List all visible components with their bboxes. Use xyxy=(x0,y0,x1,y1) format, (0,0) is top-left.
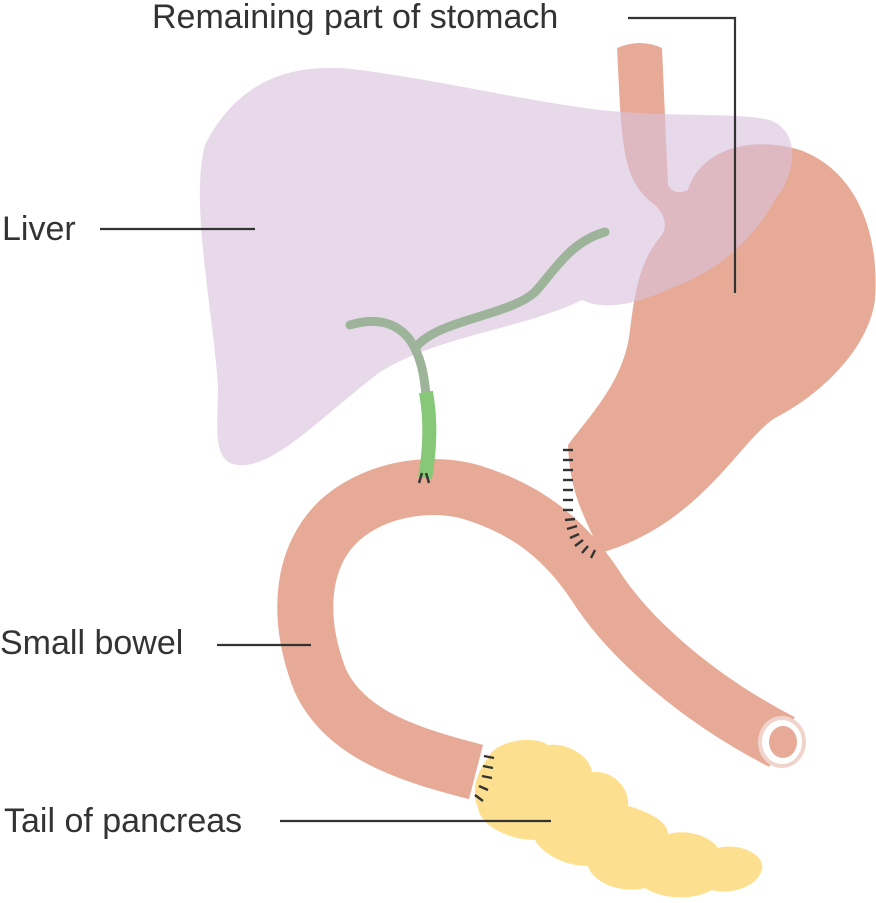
stitches-biliary xyxy=(417,472,431,484)
small-bowel-shape xyxy=(277,459,795,800)
stitches-pancreatic xyxy=(474,754,495,802)
stitches-gastric xyxy=(563,448,597,559)
bowel-open-end xyxy=(758,716,806,768)
label-stomach: Remaining part of stomach xyxy=(152,0,559,36)
leader-stomach xyxy=(628,16,737,293)
bile-duct xyxy=(345,227,610,480)
leader-lines xyxy=(100,16,737,823)
label-pancreas: Tail of pancreas xyxy=(4,802,243,840)
liver-shape xyxy=(199,67,793,466)
label-small-bowel: Small bowel xyxy=(0,624,184,662)
pancreas-shape xyxy=(474,739,763,898)
label-liver: Liver xyxy=(2,210,76,248)
